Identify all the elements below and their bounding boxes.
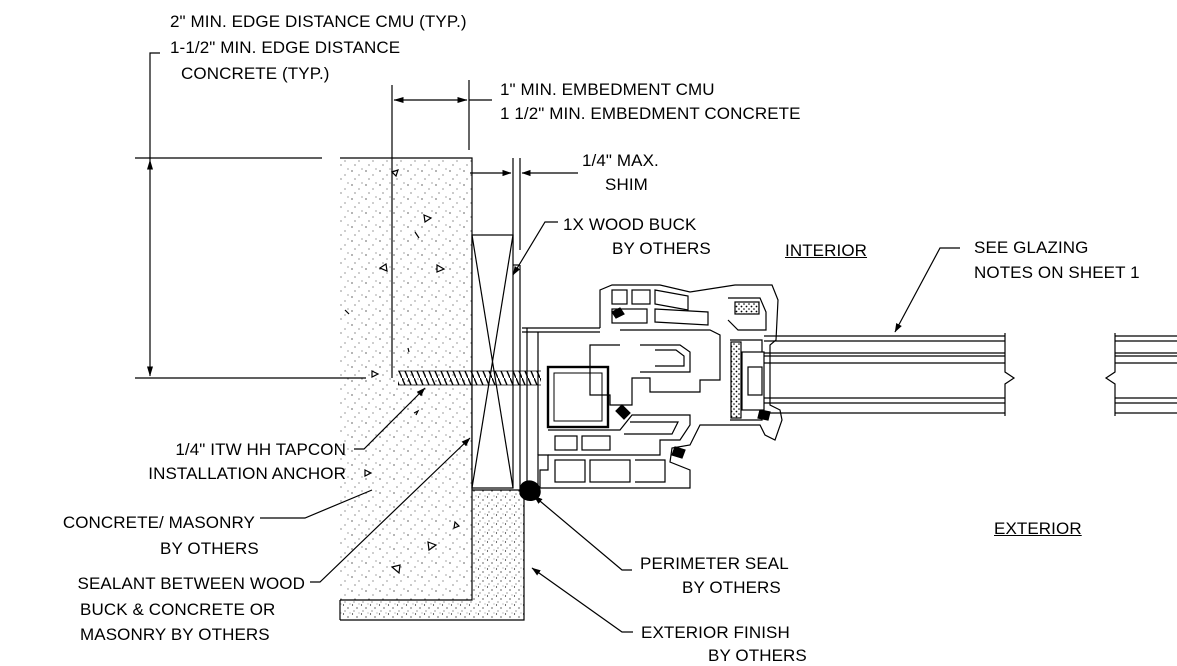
interior-label: INTERIOR xyxy=(785,241,868,260)
wood-buck xyxy=(471,234,521,490)
concrete-masonry-label-line2: BY OTHERS xyxy=(160,539,259,558)
edge-distance-cmu-label: 2" MIN. EDGE DISTANCE CMU (TYP.) xyxy=(170,12,467,31)
shim-dimension xyxy=(470,158,578,250)
window-frame-profile xyxy=(522,284,783,489)
embedment-concrete-label: 1 1/2" MIN. EMBEDMENT CONCRETE xyxy=(500,104,801,123)
edge-distance-concrete-label-line2: CONCRETE (TYP.) xyxy=(181,64,330,83)
embedment-cmu-label: 1" MIN. EMBEDMENT CMU xyxy=(500,80,715,99)
wood-buck-label-line1: 1X WOOD BUCK xyxy=(563,215,697,234)
insulated-glass-unit xyxy=(764,333,1177,416)
leaders xyxy=(260,221,960,633)
perimeter-seal xyxy=(519,480,541,501)
tapcon-anchor xyxy=(398,370,541,386)
perimeter-seal-label-line1: PERIMETER SEAL xyxy=(640,554,789,573)
exterior-label: EXTERIOR xyxy=(994,519,1082,538)
glazing-notes-label-line2: NOTES ON SHEET 1 xyxy=(974,263,1140,282)
sealant-label-line2: BUCK & CONCRETE OR xyxy=(80,600,276,619)
perimeter-seal-label-line2: BY OTHERS xyxy=(682,578,781,597)
glazing-notes-label-line1: SEE GLAZING xyxy=(974,238,1089,257)
sealant-label-line1: SEALANT BETWEEN WOOD xyxy=(77,574,305,593)
exterior-finish-label-line2: BY OTHERS xyxy=(708,646,807,665)
embedment-dimension xyxy=(391,80,492,378)
tapcon-anchor-label-line1: 1/4" ITW HH TAPCON xyxy=(175,440,346,459)
sealant-label-line3: MASONRY BY OTHERS xyxy=(80,625,270,644)
concrete-masonry-label-line1: CONCRETE/ MASONRY xyxy=(62,513,255,532)
edge-distance-concrete-label-line1: 1-1/2" MIN. EDGE DISTANCE xyxy=(170,38,401,57)
tapcon-anchor-label-line2: INSTALLATION ANCHOR xyxy=(148,464,346,483)
shim-label-line1: 1/4" MAX. xyxy=(582,151,659,170)
wood-buck-label-line2: BY OTHERS xyxy=(612,239,711,258)
shim-label-line2: SHIM xyxy=(605,175,648,194)
edge-distance-leader xyxy=(149,52,160,160)
exterior-finish-label-line1: EXTERIOR FINISH xyxy=(641,623,790,642)
